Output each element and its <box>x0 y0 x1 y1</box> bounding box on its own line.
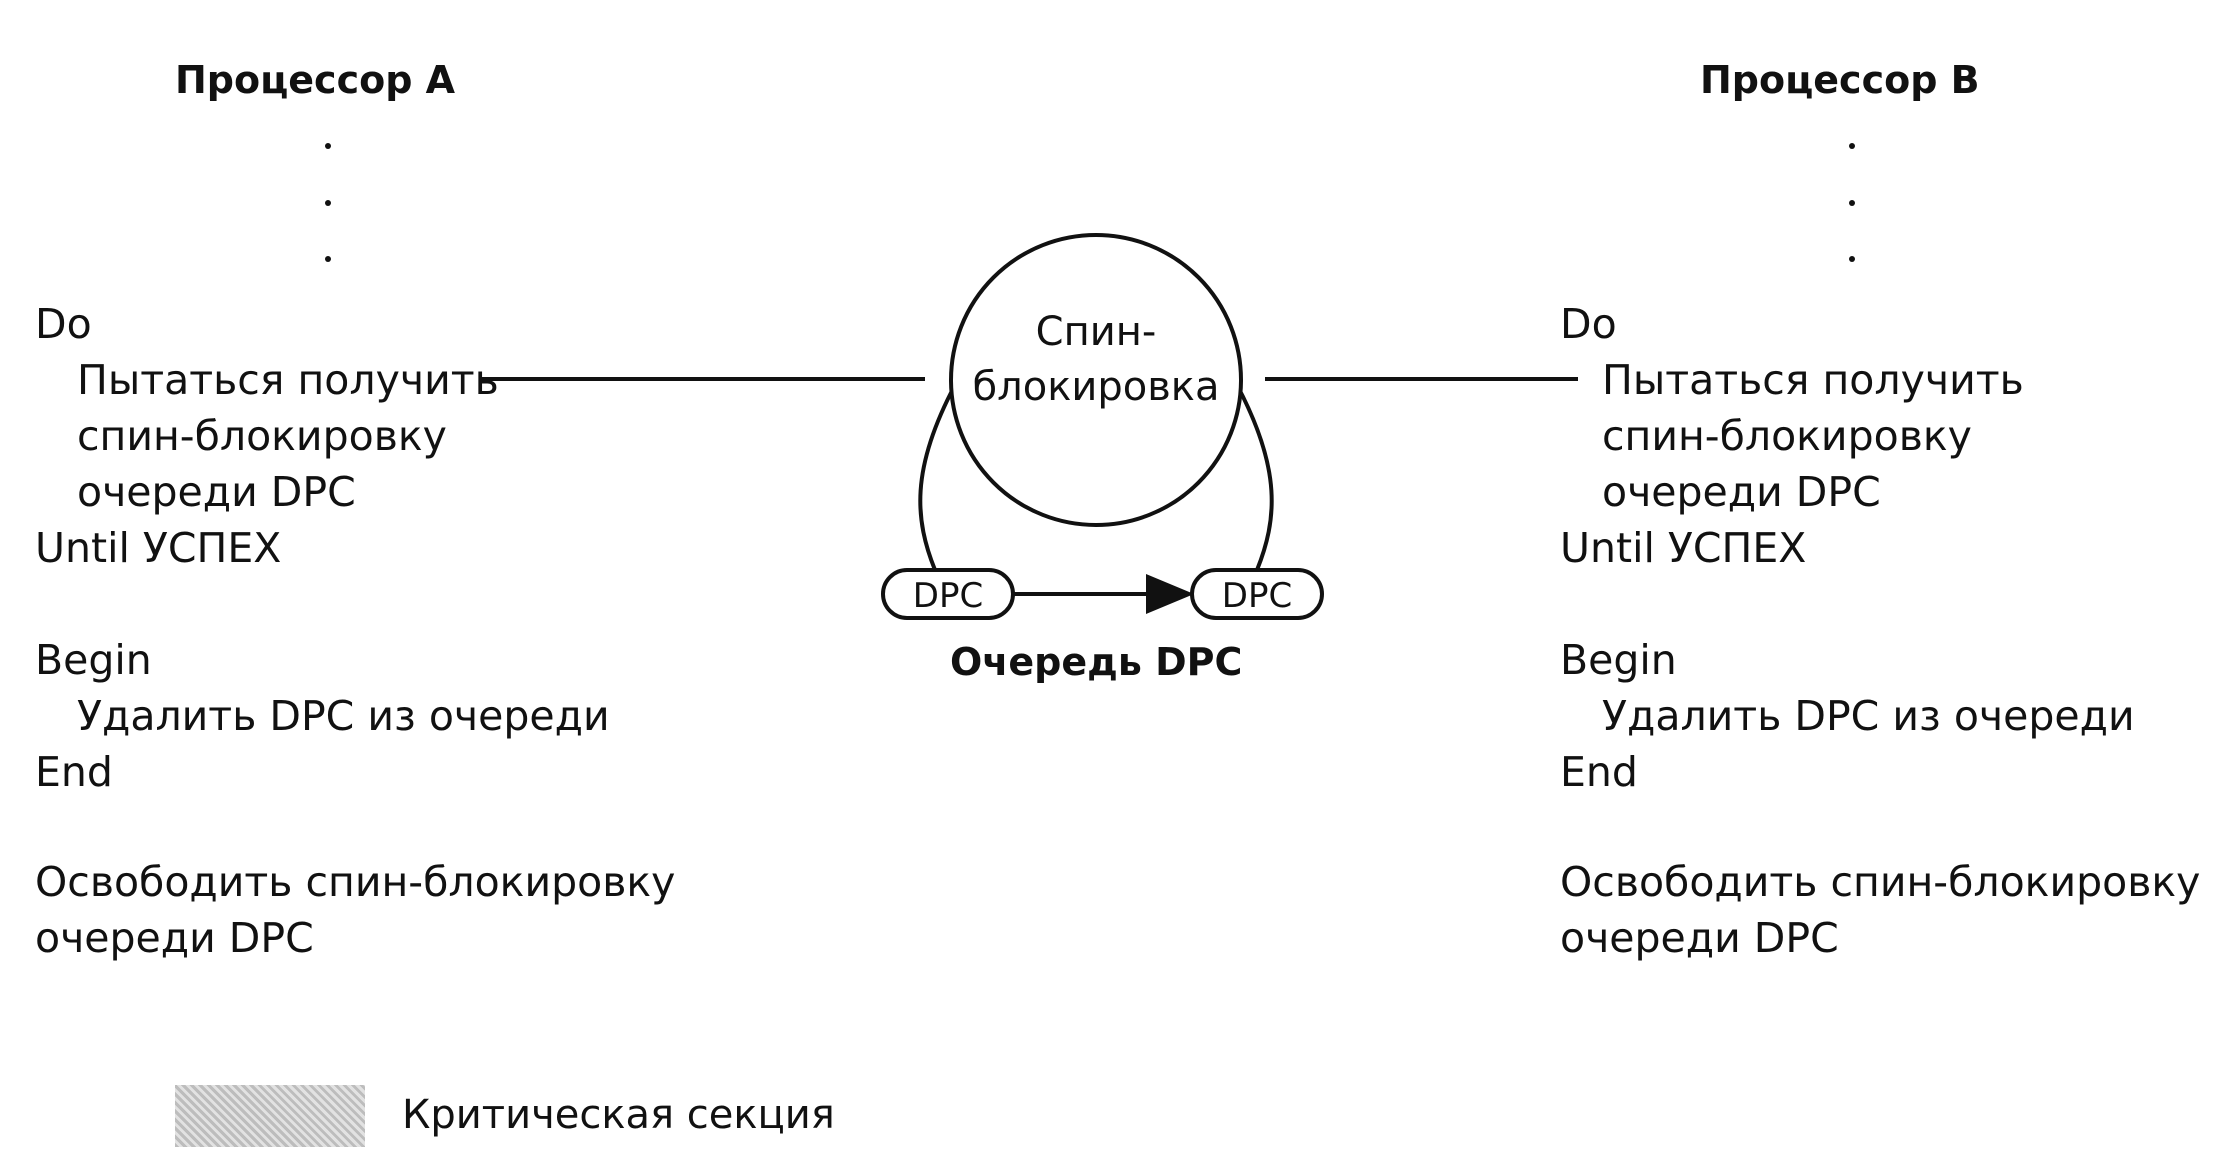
processor-b-end: End <box>1560 748 1638 796</box>
ellipsis-dot <box>325 200 331 206</box>
dpc-node-1-label: DPC <box>913 576 983 616</box>
processor-a-release-2: очереди DPC <box>35 914 314 962</box>
processor-a-try-2: спин-блокировку <box>77 412 447 460</box>
processor-b-release-1: Освободить спин-блокировку <box>1560 858 2201 906</box>
spinlock-circle <box>949 233 1243 527</box>
queue-loop-left <box>918 384 957 571</box>
processor-a-title: Процессор A <box>175 58 456 102</box>
processor-a-try-3: очереди DPC <box>77 468 356 516</box>
processor-a-release-1: Освободить спин-блокировку <box>35 858 676 906</box>
processor-a-do: Do <box>35 300 92 348</box>
critical-section-swatch <box>175 1085 365 1147</box>
processor-b-try-2: спин-блокировку <box>1602 412 1972 460</box>
spinlock-label-2: блокировка <box>973 364 1220 410</box>
queue-loop-right <box>1235 384 1274 571</box>
processor-b-do: Do <box>1560 300 1617 348</box>
processor-b-until: Until УСПЕХ <box>1560 524 1807 572</box>
ellipsis-dot <box>325 143 331 149</box>
processor-a-remove: Удалить DPC из очереди <box>77 692 610 740</box>
processor-b-release-2: очереди DPC <box>1560 914 1839 962</box>
dpc-node-2-label: DPC <box>1222 576 1292 616</box>
processor-a-end: End <box>35 748 113 796</box>
processor-a-begin: Begin <box>35 636 152 684</box>
ellipsis-dot <box>1849 256 1855 262</box>
processor-b-remove: Удалить DPC из очереди <box>1602 692 2135 740</box>
processor-b-try-1: Пытаться получить <box>1602 356 2024 404</box>
legend-label: Критическая секция <box>402 1092 835 1138</box>
spinlock-label-1: Спин- <box>1036 309 1157 355</box>
processor-b-begin: Begin <box>1560 636 1677 684</box>
processor-b-title: Процессор B <box>1700 58 1980 102</box>
processor-a-try-1: Пытаться получить <box>77 356 499 404</box>
ellipsis-dot <box>1849 143 1855 149</box>
processor-a-until: Until УСПЕХ <box>35 524 282 572</box>
ellipsis-dot <box>325 256 331 262</box>
queue-label: Очередь DPC <box>950 640 1243 684</box>
processor-b-try-3: очереди DPC <box>1602 468 1881 516</box>
ellipsis-dot <box>1849 200 1855 206</box>
